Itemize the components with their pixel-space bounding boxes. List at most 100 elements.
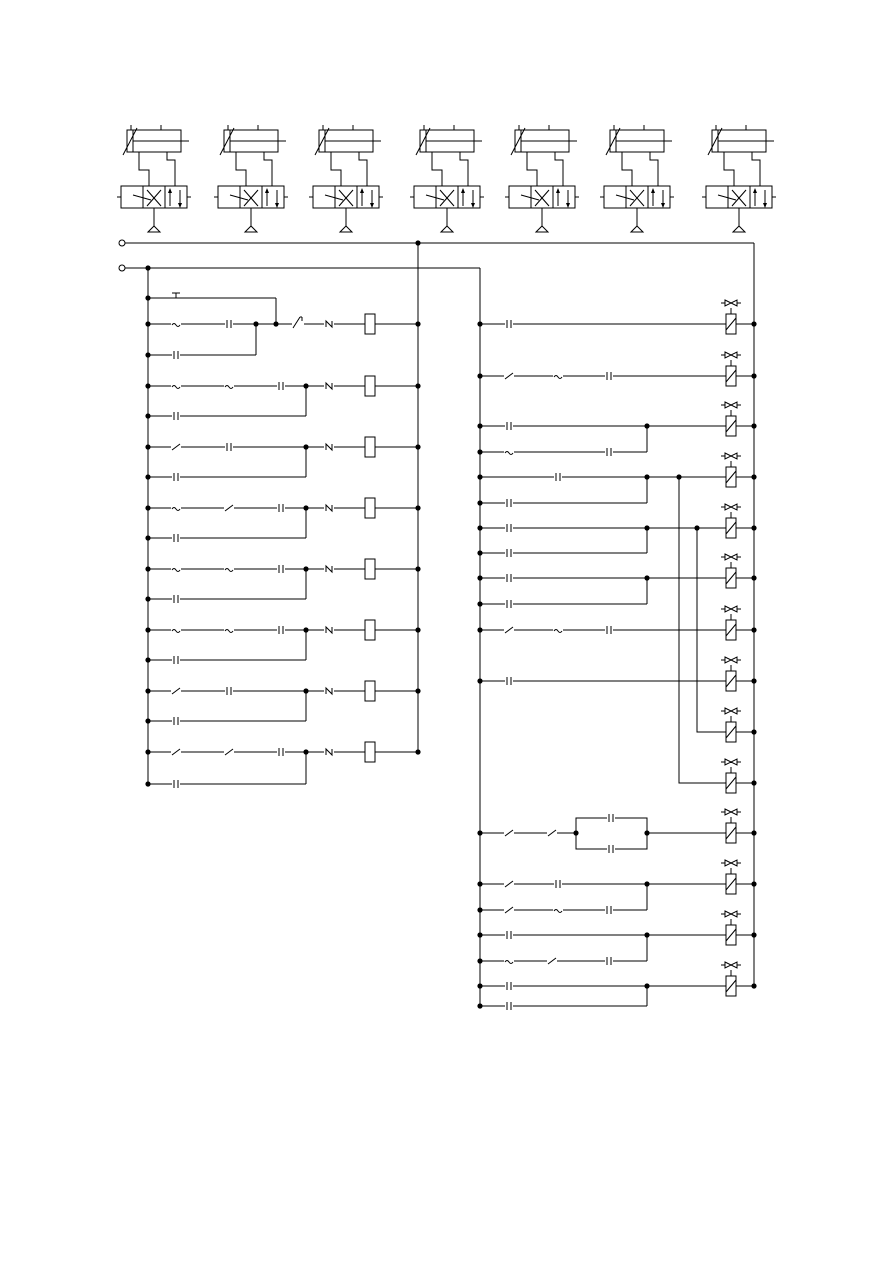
no-contact — [505, 499, 513, 507]
junction-dot — [751, 627, 757, 633]
junction-dot — [145, 781, 151, 787]
junction-dot — [751, 678, 757, 684]
solenoid-rung — [721, 554, 757, 588]
limit-switch — [224, 627, 234, 633]
solenoid-rung — [721, 504, 757, 538]
limit-switch — [224, 383, 234, 389]
interlock-contact — [324, 443, 334, 451]
junction-dot — [145, 352, 151, 358]
no-contact — [172, 780, 180, 788]
rung — [477, 448, 647, 456]
no-contact — [505, 982, 513, 990]
cylinder-with-valve-icon — [702, 125, 776, 232]
nc-contact — [171, 749, 181, 755]
cylinder-with-valve-icon — [214, 125, 288, 232]
junction-dot — [477, 601, 483, 607]
solenoid-rung — [721, 606, 757, 640]
solenoid-rung — [721, 759, 757, 793]
junction-dot — [751, 780, 757, 786]
limit-switch — [171, 627, 181, 633]
no-contact — [277, 504, 285, 512]
cylinder-with-valve-icon — [309, 125, 383, 232]
nc-contact — [504, 881, 514, 887]
no-contact — [505, 677, 513, 685]
junction-dot — [751, 474, 757, 480]
junction-dot — [145, 474, 151, 480]
push-button-icon — [170, 293, 182, 298]
cylinder-with-valve-icon — [410, 125, 484, 232]
junction-dot — [145, 444, 151, 450]
no-contact — [277, 748, 285, 756]
junction-dot — [145, 627, 151, 633]
interlock-contact — [324, 320, 334, 328]
interlock-contact — [324, 382, 334, 390]
nc-contact — [171, 688, 181, 694]
terminal-icon — [119, 265, 125, 271]
junction-dot — [145, 749, 151, 755]
no-contact — [277, 626, 285, 634]
junction-dot — [415, 688, 421, 694]
relay-coil-icon — [365, 376, 375, 396]
junction-dot — [477, 321, 483, 327]
relay-coil-icon — [365, 681, 375, 701]
rung — [477, 600, 647, 608]
junction-dot — [477, 474, 483, 480]
left-ladder — [145, 268, 421, 788]
rung — [145, 620, 421, 664]
rung — [477, 372, 726, 380]
solenoid-rung — [721, 300, 757, 334]
limit-switch — [504, 958, 514, 964]
no-contact — [605, 906, 613, 914]
rung — [477, 677, 726, 685]
relay-coil-icon — [365, 498, 375, 518]
no-contact — [225, 443, 233, 451]
rung — [477, 626, 726, 634]
junction-dot — [751, 881, 757, 887]
limit-switch — [553, 627, 563, 633]
junction-dot — [477, 449, 483, 455]
solenoid-rung — [721, 962, 757, 996]
junction-dot — [477, 907, 483, 913]
rung — [477, 830, 576, 836]
no-contact — [172, 656, 180, 664]
nc-contact — [547, 958, 557, 964]
interlock-contact — [324, 687, 334, 695]
solenoid-coil-icon — [721, 708, 741, 742]
rung — [145, 376, 421, 420]
no-contact — [225, 687, 233, 695]
junction-dot — [145, 383, 151, 389]
solenoid-coil-icon — [721, 352, 741, 386]
rung — [477, 320, 726, 328]
relay-coil-icon — [365, 559, 375, 579]
rung — [145, 314, 421, 359]
no-contact — [225, 320, 233, 328]
limit-switch — [171, 383, 181, 389]
junction-dot — [145, 596, 151, 602]
junction-dot — [751, 932, 757, 938]
rung — [145, 681, 421, 725]
junction-dot — [145, 295, 151, 301]
rung — [477, 524, 726, 532]
solenoid-coil-icon — [721, 606, 741, 640]
junction-dot — [477, 575, 483, 581]
junction-dot — [477, 932, 483, 938]
rung — [477, 906, 647, 914]
junction-dot — [573, 830, 579, 836]
no-contact — [505, 549, 513, 557]
nc-contact — [504, 830, 514, 836]
junction-dot — [273, 321, 279, 327]
right-ladder — [477, 300, 757, 1010]
rung — [477, 499, 647, 507]
nc-contact — [224, 749, 234, 755]
rung — [477, 1002, 647, 1010]
solenoid-rung — [721, 352, 757, 386]
rung — [477, 957, 647, 965]
interlock-contact — [324, 626, 334, 634]
cylinder-with-valve-icon — [117, 125, 191, 232]
junction-dot — [415, 383, 421, 389]
relay-coil-icon — [365, 620, 375, 640]
rung — [477, 422, 726, 430]
no-contact — [554, 880, 562, 888]
junction-dot — [477, 958, 483, 964]
